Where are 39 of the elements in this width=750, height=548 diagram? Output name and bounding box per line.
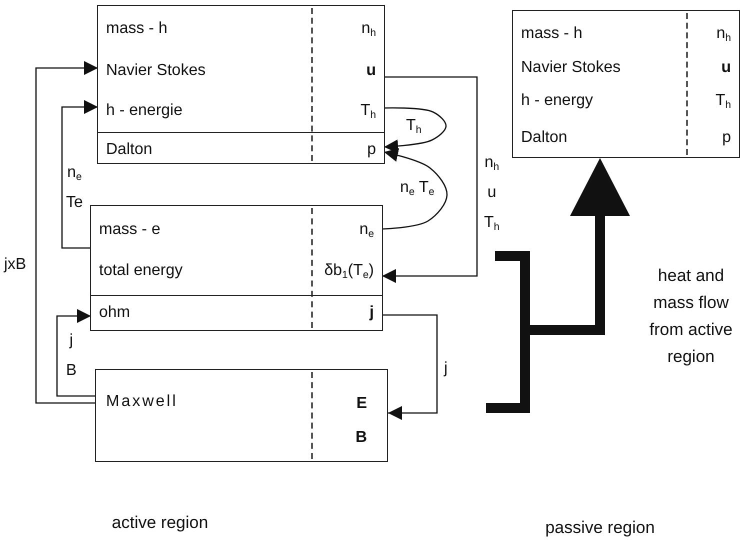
variable-symbol: E bbox=[356, 394, 367, 414]
equation-name: mass - h bbox=[521, 24, 582, 44]
equation-name: Dalton bbox=[106, 140, 152, 160]
arrow bbox=[382, 76, 478, 283]
equation-name: h - energy bbox=[521, 91, 594, 111]
equation-name: Navier Stokes bbox=[106, 61, 206, 81]
equation-box bbox=[512, 10, 740, 158]
variable-symbol: T$_{h}$ bbox=[360, 101, 376, 121]
equation-name: Navier Stokes bbox=[521, 58, 621, 78]
equation-box bbox=[90, 205, 383, 331]
arrow bbox=[384, 107, 447, 154]
equation-box bbox=[97, 5, 385, 164]
variable-symbol: p bbox=[722, 128, 731, 148]
equation-name: h - energie bbox=[106, 101, 182, 121]
equation-name: mass - e bbox=[99, 220, 160, 240]
equation-name: ohm bbox=[99, 303, 130, 323]
variable-symbol: T$_{h}$ bbox=[715, 91, 731, 111]
arrow bbox=[382, 148, 448, 230]
equation-box bbox=[95, 369, 388, 462]
variable-symbol: p bbox=[367, 140, 376, 160]
arrow bbox=[56, 309, 95, 397]
variable-symbol: n$_{e}$ bbox=[359, 220, 374, 240]
arrow bbox=[382, 314, 438, 420]
variable-symbol: n$_{h}$ bbox=[361, 19, 376, 39]
equation-name: Dalton bbox=[521, 128, 568, 148]
variable-symbol: δb$_{1}$(T$_{e}$) bbox=[324, 261, 374, 281]
variable-symbol: n$_{h}$ bbox=[716, 24, 731, 44]
variable-symbol: j bbox=[370, 303, 374, 323]
region-label: passive region bbox=[544, 517, 656, 539]
variable-symbol: B bbox=[355, 428, 367, 448]
flow-note: heat and mass flow from active region bbox=[648, 265, 734, 368]
equation-name: Maxwell bbox=[106, 392, 178, 412]
variable-symbol: u bbox=[721, 58, 731, 78]
region-label: active region bbox=[110, 512, 210, 534]
equation-name: total energy bbox=[99, 261, 183, 281]
equation-name: mass - h bbox=[106, 19, 168, 39]
variable-symbol: u bbox=[366, 61, 376, 81]
arrow bbox=[61, 100, 98, 249]
arrow bbox=[35, 61, 98, 404]
